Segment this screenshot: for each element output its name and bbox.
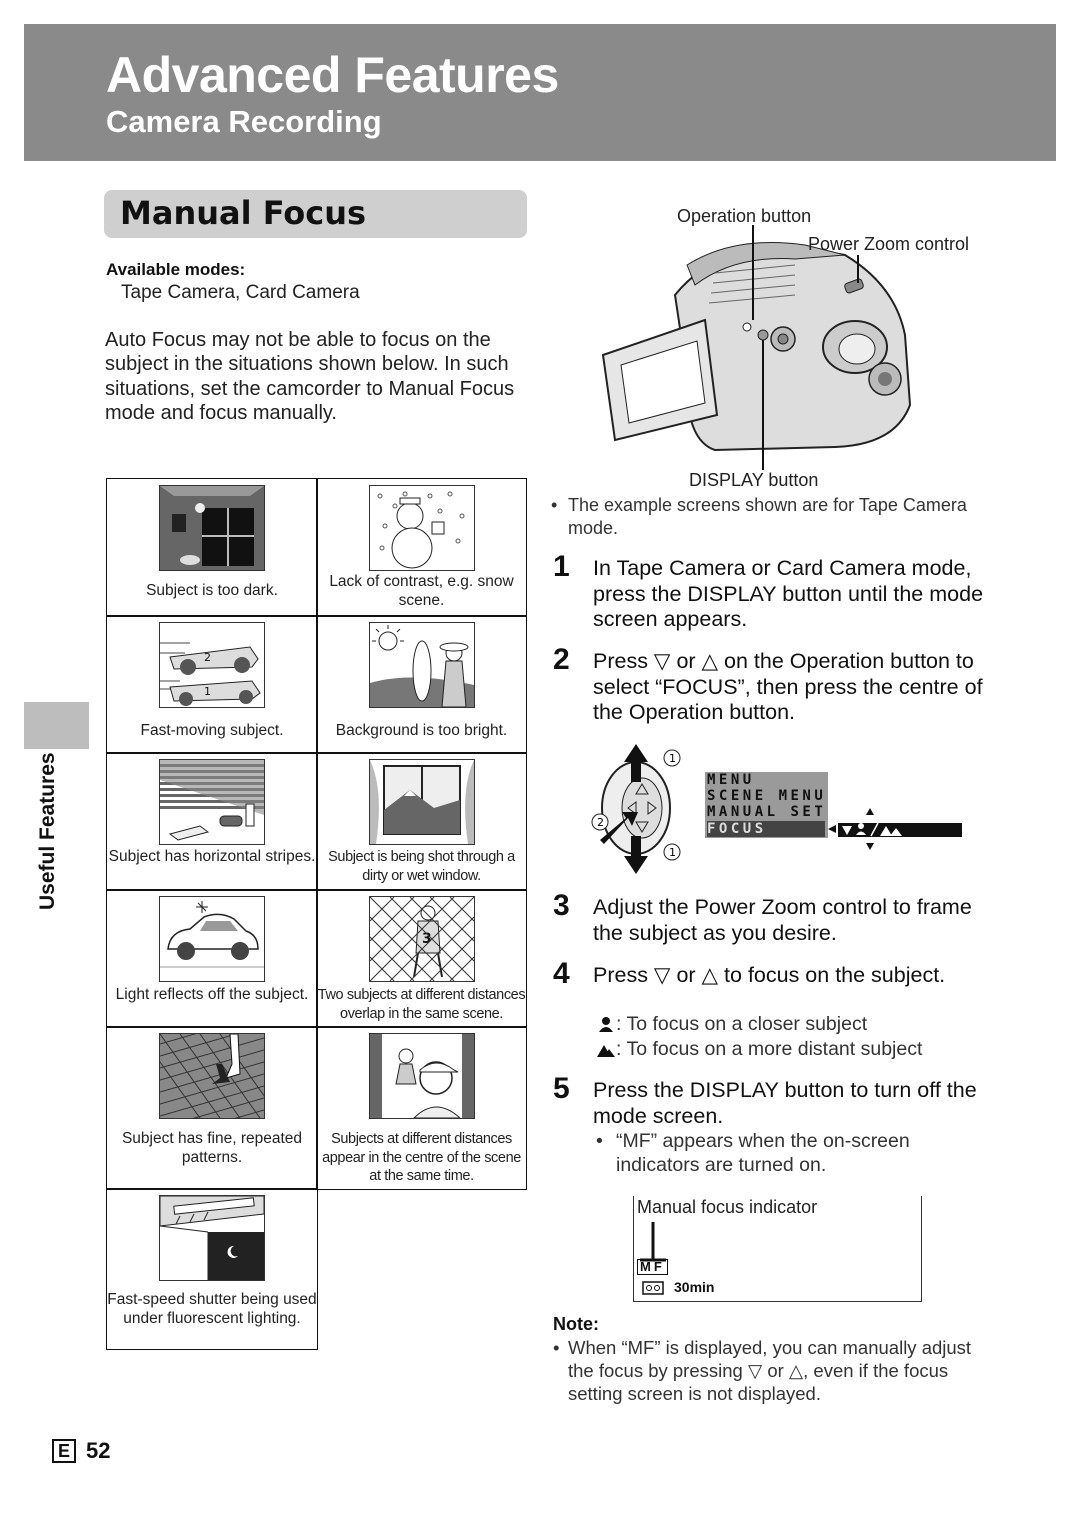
situation-cell: Background is too bright. xyxy=(316,615,527,754)
step-text: Adjust the Power Zoom control to frame t… xyxy=(593,895,972,945)
step4-far: : To focus on a more distant subject xyxy=(596,1038,922,1061)
window-icon xyxy=(368,759,475,845)
situation-caption: Lack of contrast, e.g. snow scene. xyxy=(329,573,514,609)
far-subject-icon xyxy=(597,1045,615,1057)
header-banner xyxy=(24,24,1056,161)
step-number: 5 xyxy=(553,1072,570,1105)
step5-bullet: • “MF” appears when the on-screen indica… xyxy=(596,1129,976,1177)
example-note-text: The example screens shown are for Tape C… xyxy=(568,495,967,538)
display-button-label: DISPLAY button xyxy=(689,470,819,490)
dark-room-icon xyxy=(159,485,265,571)
fence-player-icon: 3 xyxy=(368,896,475,982)
situation-caption: Fast-moving subject. xyxy=(140,722,284,739)
menu-line-manual: MANUAL SET xyxy=(707,804,827,820)
svg-text:3: 3 xyxy=(422,931,432,947)
situation-cell: Fast-speed shutter being used under fluo… xyxy=(106,1188,318,1350)
fluorescent-light-icon xyxy=(159,1195,265,1281)
marker-2: 2 xyxy=(597,816,604,829)
modes-label: Available modes: xyxy=(106,260,246,279)
note-text: When “MF” is displayed, you can manually… xyxy=(568,1337,972,1404)
situation-cell: Subject is too dark. xyxy=(106,478,318,617)
far-subject-icon xyxy=(880,826,892,836)
situation-caption: Light reflects off the subject. xyxy=(115,986,309,1003)
focus-down-icon xyxy=(842,826,852,835)
beach-sun-icon xyxy=(368,622,475,708)
step-number: 2 xyxy=(553,643,570,676)
arrow-down-icon xyxy=(866,843,874,850)
two-people-icon xyxy=(368,1033,475,1119)
situation-caption: Subject is too dark. xyxy=(146,582,278,599)
step5-bullet-text: “MF” appears when the on-screen indicato… xyxy=(616,1130,910,1176)
car-reflection-icon xyxy=(159,896,265,982)
section-title: Manual Focus xyxy=(120,194,367,232)
near-subject-icon xyxy=(599,1017,613,1032)
arrow-up-icon xyxy=(866,808,874,815)
menu-line-scene: SCENE MENU xyxy=(707,788,827,804)
page-title: Advanced Features xyxy=(106,47,559,103)
situation-cell: Subject has horizontal stripes. xyxy=(106,752,318,891)
situations-grid: Subject is too dark. Lack of contrast, e… xyxy=(106,478,527,1350)
example-note: • The example screens shown are for Tape… xyxy=(551,494,981,540)
menu-line-menu: MENU xyxy=(707,772,755,788)
mf-pointer-line xyxy=(640,1222,666,1262)
step-text: Press the DISPLAY button to turn off the… xyxy=(593,1078,977,1128)
intro-paragraph: Auto Focus may not be able to focus on t… xyxy=(105,329,515,424)
marker-1-bottom: 1 xyxy=(669,846,676,859)
situation-cell: Subject is being shot through a dirty or… xyxy=(316,752,527,891)
step-number: 4 xyxy=(553,957,570,990)
svg-text:1: 1 xyxy=(204,685,211,698)
operation-button-label: Operation button xyxy=(677,206,812,226)
page-number: 52 xyxy=(86,1438,111,1463)
situation-cell: 3 Two subjects at different distances ov… xyxy=(316,889,527,1028)
step-text: In Tape Camera or Card Camera mode, pres… xyxy=(593,556,984,631)
step-text: Press ▽ or △ to focus on the subject. xyxy=(593,963,946,987)
snowman-icon xyxy=(368,485,475,571)
situation-cell: Subjects at different distances appear i… xyxy=(316,1026,527,1190)
step-number: 1 xyxy=(553,550,570,583)
camcorder-illustration xyxy=(601,225,912,470)
modes-value: Tape Camera, Card Camera xyxy=(121,282,360,303)
situation-caption: Fast-speed shutter being used under fluo… xyxy=(107,1291,317,1327)
language-marker: E xyxy=(52,1439,76,1463)
mf-indicator-label: Manual focus indicator xyxy=(637,1197,818,1217)
note-label: Note: xyxy=(553,1314,599,1334)
section-title-box xyxy=(104,190,527,238)
situation-caption: Subjects at different distances appear i… xyxy=(322,1131,521,1184)
focus-setting-bar xyxy=(838,823,962,837)
tiled-floor-icon xyxy=(159,1033,265,1119)
side-tab-label: Useful Features xyxy=(36,752,59,910)
situation-cell: Light reflects off the subject. xyxy=(106,889,318,1028)
tape-remaining-time: 30min xyxy=(674,1279,715,1295)
menu-line-focus: FOCUS xyxy=(707,821,825,837)
situation-caption: Subject is being shot through a dirty or… xyxy=(328,849,515,884)
arrow-left-icon xyxy=(828,825,836,833)
note-body: • When “MF” is displayed, you can manual… xyxy=(553,1336,983,1405)
step4-near: : To focus on a closer subject xyxy=(596,1013,867,1036)
marker-1-top: 1 xyxy=(669,752,676,765)
situation-caption: Two subjects at different distances over… xyxy=(317,987,526,1022)
power-zoom-label: Power Zoom control xyxy=(808,234,970,254)
situation-caption: Subject has fine, repeated patterns. xyxy=(121,1130,303,1166)
situation-caption: Background is too bright. xyxy=(335,722,508,739)
focus-setting-icons xyxy=(828,808,902,850)
mf-indicator: MF xyxy=(637,1259,668,1275)
situation-cell: Lack of contrast, e.g. snow scene. xyxy=(316,478,527,617)
step-text: Press ▽ or △ on the Operation button to … xyxy=(593,649,983,724)
svg-text:2: 2 xyxy=(204,651,211,664)
operation-button-diagram: 1 2 1 xyxy=(591,744,681,874)
situation-caption: Subject has horizontal stripes. xyxy=(108,848,316,865)
manual-focus-screen xyxy=(633,1196,922,1302)
situation-cell: 2 1 Fast-moving subject. xyxy=(106,615,318,754)
race-cars-icon: 2 1 xyxy=(159,622,265,708)
side-tab-marker xyxy=(24,702,89,749)
step-number: 3 xyxy=(553,889,570,922)
step4-near-text: : To focus on a closer subject xyxy=(616,1013,868,1035)
tape-icon xyxy=(642,1281,664,1295)
near-subject-icon xyxy=(858,823,864,829)
situation-cell: Subject has fine, repeated patterns. xyxy=(106,1026,318,1190)
step4-far-text: : To focus on a more distant subject xyxy=(616,1038,923,1060)
page-subtitle: Camera Recording xyxy=(106,104,382,139)
mode-menu-screen: MENU SCENE MENU MANUAL SET FOCUS xyxy=(705,772,828,838)
blinds-icon xyxy=(159,759,265,845)
